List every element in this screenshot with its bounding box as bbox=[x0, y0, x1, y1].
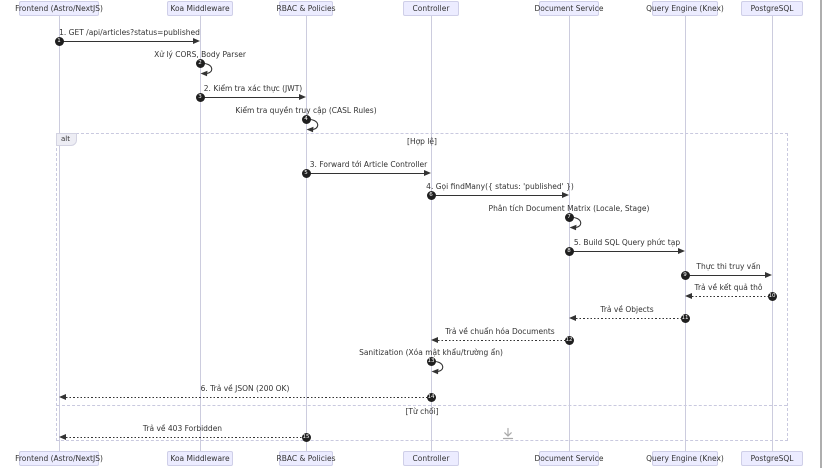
lifeline-koa bbox=[199, 8, 201, 451]
message-line bbox=[59, 40, 193, 42]
lifeline-controller bbox=[430, 8, 432, 451]
participant-bottom-koa: Koa Middleware bbox=[167, 451, 233, 466]
participant-top-rbac: RBAC & Policies bbox=[277, 1, 335, 16]
participant-top-docsvc: Document Service bbox=[535, 1, 603, 16]
message-line bbox=[438, 339, 569, 341]
message-label: Trả về Objects bbox=[600, 305, 654, 314]
sequence-number-badge: 11 bbox=[680, 313, 690, 323]
sequence-number-badge: 9 bbox=[680, 270, 690, 280]
participant-bottom-postgres: PostgreSQL bbox=[741, 451, 803, 466]
sequence-number-badge: 4 bbox=[301, 114, 311, 124]
message-label: Sanitization (Xóa mật khẩu/trường ẩn) bbox=[359, 348, 503, 357]
message-label: 5. Build SQL Query phức tạp bbox=[573, 238, 681, 247]
arrowhead bbox=[424, 169, 431, 176]
lifeline-docsvc bbox=[568, 8, 570, 451]
arrowhead bbox=[562, 191, 569, 198]
arrowhead bbox=[59, 433, 66, 440]
alt-condition-reject: [Từ chối] bbox=[405, 407, 439, 416]
message-line bbox=[200, 96, 299, 98]
sequence-number-badge: 8 bbox=[564, 246, 574, 256]
message-label: 1. GET /api/articles?status=published bbox=[59, 28, 200, 37]
message-label: Kiểm tra quyền truy cập (CASL Rules) bbox=[235, 106, 377, 115]
message-line bbox=[692, 295, 772, 297]
lifeline-frontend bbox=[58, 8, 60, 451]
alt-section-divider bbox=[57, 405, 787, 406]
arrowhead bbox=[59, 393, 66, 400]
arrowhead bbox=[569, 314, 576, 321]
sequence-number-badge: 7 bbox=[564, 212, 574, 222]
arrowhead bbox=[678, 247, 685, 254]
lifeline-query bbox=[684, 8, 686, 451]
alt-frame-label: alt bbox=[56, 133, 77, 146]
sequence-number-badge: 10 bbox=[767, 291, 777, 301]
message-line bbox=[306, 172, 424, 174]
lifeline-rbac bbox=[305, 8, 307, 451]
message-line bbox=[431, 194, 562, 196]
message-label: 6. Trả về JSON (200 OK) bbox=[200, 384, 290, 393]
sequence-number-badge: 15 bbox=[301, 432, 311, 442]
message-line bbox=[576, 317, 685, 319]
lifeline-postgres bbox=[771, 8, 773, 451]
pane-divider[interactable] bbox=[820, 0, 822, 468]
arrowhead bbox=[299, 93, 306, 100]
message-line bbox=[569, 250, 678, 252]
arrowhead bbox=[193, 37, 200, 44]
sequence-number-badge: 3 bbox=[195, 92, 205, 102]
alt-frame: alt [Hợp lệ] [Từ chối] bbox=[56, 133, 788, 441]
sequence-number-badge: 6 bbox=[426, 190, 436, 200]
message-line bbox=[685, 274, 765, 276]
participant-bottom-query: Query Engine (Knex) bbox=[646, 451, 724, 466]
message-label: 4. Gọi findMany({ status: 'published' }) bbox=[426, 182, 574, 191]
participant-top-frontend: Frontend (Astro/NextJS) bbox=[15, 1, 103, 16]
participant-top-postgres: PostgreSQL bbox=[741, 1, 803, 16]
sequence-number-badge: 2 bbox=[195, 58, 205, 68]
participant-top-controller: Controller bbox=[403, 1, 459, 16]
arrowhead bbox=[765, 271, 772, 278]
message-label: Thực thi truy vấn bbox=[696, 262, 761, 271]
arrowhead bbox=[685, 292, 692, 299]
message-label: 2. Kiểm tra xác thực (JWT) bbox=[203, 84, 303, 93]
message-label: Phân tích Document Matrix (Locale, Stage… bbox=[488, 204, 650, 213]
sequence-number-badge: 12 bbox=[564, 335, 574, 345]
message-line bbox=[66, 396, 431, 398]
message-label: Trả về kết quả thô bbox=[694, 283, 763, 292]
participant-bottom-controller: Controller bbox=[403, 451, 459, 466]
participant-bottom-rbac: RBAC & Policies bbox=[277, 451, 335, 466]
participant-bottom-docsvc: Document Service bbox=[535, 451, 603, 466]
sequence-number-badge: 13 bbox=[426, 356, 436, 366]
message-label: Trả về chuẩn hóa Documents bbox=[445, 327, 555, 336]
message-label: 3. Forward tới Article Controller bbox=[309, 160, 428, 169]
participant-top-koa: Koa Middleware bbox=[167, 1, 233, 16]
alt-condition-valid: [Hợp lệ] bbox=[407, 137, 437, 146]
participant-top-query: Query Engine (Knex) bbox=[646, 1, 724, 16]
sequence-number-badge: 14 bbox=[426, 392, 436, 402]
download-arrow-icon[interactable] bbox=[499, 426, 517, 442]
message-line bbox=[66, 436, 306, 438]
message-label: Xử lý CORS, Body Parser bbox=[154, 50, 246, 59]
arrowhead bbox=[431, 336, 438, 343]
sequence-number-badge: 5 bbox=[301, 168, 311, 178]
message-label: Trả về 403 Forbidden bbox=[142, 424, 223, 433]
sequence-number-badge: 1 bbox=[54, 36, 64, 46]
participant-bottom-frontend: Frontend (Astro/NextJS) bbox=[15, 451, 103, 466]
